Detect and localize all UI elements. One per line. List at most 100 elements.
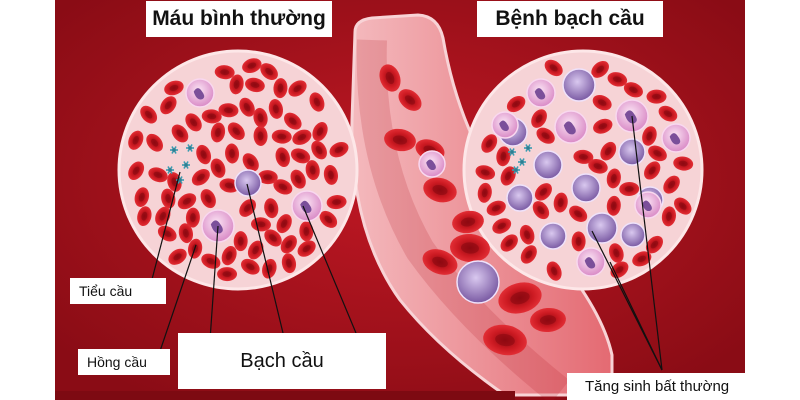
platelet xyxy=(512,166,520,174)
red-blood-cell xyxy=(450,233,490,263)
red-blood-cell xyxy=(619,181,640,196)
white-blood-cell xyxy=(185,78,215,108)
red-blood-cell xyxy=(486,200,506,216)
red-blood-cell xyxy=(146,133,164,152)
red-blood-cell xyxy=(185,207,200,228)
red-blood-cell xyxy=(191,169,210,186)
red-blood-cell xyxy=(134,187,150,207)
red-blood-cell xyxy=(178,223,194,244)
abnormal-white-cell xyxy=(562,68,596,102)
red-blood-cell xyxy=(273,78,288,99)
red-blood-cell xyxy=(160,96,177,115)
red-blood-cell xyxy=(592,94,612,111)
abnormal-white-cell xyxy=(618,138,646,166)
red-blood-cell xyxy=(531,109,547,128)
red-blood-cell xyxy=(422,249,458,275)
red-blood-cell xyxy=(242,153,259,172)
red-blood-cell xyxy=(164,80,184,96)
title-normal-blood: Máu bình thường xyxy=(146,1,332,37)
red-blood-cell xyxy=(452,210,484,234)
abnormal-white-cell xyxy=(620,222,646,248)
red-blood-cell xyxy=(177,193,197,210)
red-blood-cell xyxy=(398,89,422,111)
red-blood-cell xyxy=(623,82,643,98)
red-blood-cell xyxy=(553,192,568,213)
red-blood-cell xyxy=(128,161,145,180)
platelet xyxy=(170,146,178,154)
white-blood-cell xyxy=(491,111,519,139)
red-blood-cell xyxy=(299,221,314,242)
red-blood-cell xyxy=(221,245,237,266)
red-blood-cell xyxy=(663,175,680,194)
red-blood-cell xyxy=(218,103,239,118)
red-blood-cell xyxy=(571,231,586,252)
platelet xyxy=(186,144,194,152)
red-blood-cell xyxy=(546,261,562,281)
red-blood-cell xyxy=(544,59,563,77)
red-blood-cell xyxy=(271,129,292,144)
red-blood-cell xyxy=(329,141,349,158)
abnormal-white-cell xyxy=(539,222,567,250)
abnormal-white-cell xyxy=(456,260,500,304)
red-blood-cell xyxy=(644,161,661,180)
red-blood-cell xyxy=(264,229,282,247)
red-blood-cell xyxy=(273,179,293,195)
abnormal-white-cell xyxy=(533,150,563,180)
red-blood-cell xyxy=(646,89,667,104)
red-blood-cell xyxy=(281,253,297,274)
red-blood-cell xyxy=(610,261,629,279)
red-blood-cell xyxy=(292,129,312,145)
platelet xyxy=(524,144,532,152)
red-blood-cell xyxy=(233,231,248,252)
abnormal-white-cell xyxy=(586,212,618,244)
red-blood-cell xyxy=(319,210,338,228)
red-blood-cell xyxy=(534,183,552,201)
red-blood-cell xyxy=(284,112,302,130)
red-blood-cell xyxy=(217,267,238,282)
red-blood-cell xyxy=(500,166,516,186)
pointer-lines xyxy=(149,115,663,371)
red-blood-cell xyxy=(229,74,244,95)
platelet xyxy=(182,161,190,169)
red-blood-cell xyxy=(569,205,588,222)
red-blood-cell xyxy=(496,146,511,167)
title-leukemia: Bệnh bạch cầu xyxy=(477,1,663,37)
red-blood-cell xyxy=(642,126,657,146)
red-blood-cell xyxy=(247,240,264,260)
red-blood-cell xyxy=(128,130,144,150)
red-blood-cell xyxy=(280,235,297,254)
red-blood-cell xyxy=(148,167,168,183)
red-blood-cell xyxy=(185,113,202,132)
abnormal-white-cell xyxy=(506,184,534,212)
white-blood-cell xyxy=(418,150,446,178)
red-blood-cell xyxy=(500,234,518,252)
red-blood-cell xyxy=(227,122,245,140)
red-blood-cell xyxy=(257,170,278,185)
red-blood-cell xyxy=(632,251,652,267)
white-blood-cell xyxy=(661,123,691,153)
red-blood-cell xyxy=(288,80,307,97)
red-blood-cell xyxy=(210,122,226,143)
red-blood-cell xyxy=(225,143,240,164)
red-blood-cell xyxy=(600,141,617,161)
red-blood-cell xyxy=(312,122,328,142)
red-blood-cell xyxy=(297,240,316,257)
red-blood-cell xyxy=(242,58,262,74)
red-blood-cell xyxy=(520,245,537,264)
red-blood-cell xyxy=(423,177,457,203)
red-blood-cell xyxy=(519,224,535,245)
white-blood-cell xyxy=(634,191,662,219)
red-blood-cell xyxy=(290,169,306,189)
platelet xyxy=(518,158,526,166)
red-blood-cell xyxy=(536,127,555,144)
red-blood-cell xyxy=(530,307,566,333)
red-blood-cell xyxy=(506,96,526,113)
red-blood-cell xyxy=(171,124,189,143)
red-blood-cell xyxy=(326,195,347,210)
red-blood-cell xyxy=(674,197,692,215)
caption-strip xyxy=(55,391,515,400)
red-blood-cell xyxy=(658,105,678,122)
red-blood-cell xyxy=(384,128,416,152)
platelet xyxy=(508,148,516,156)
red-blood-cell xyxy=(311,140,327,160)
